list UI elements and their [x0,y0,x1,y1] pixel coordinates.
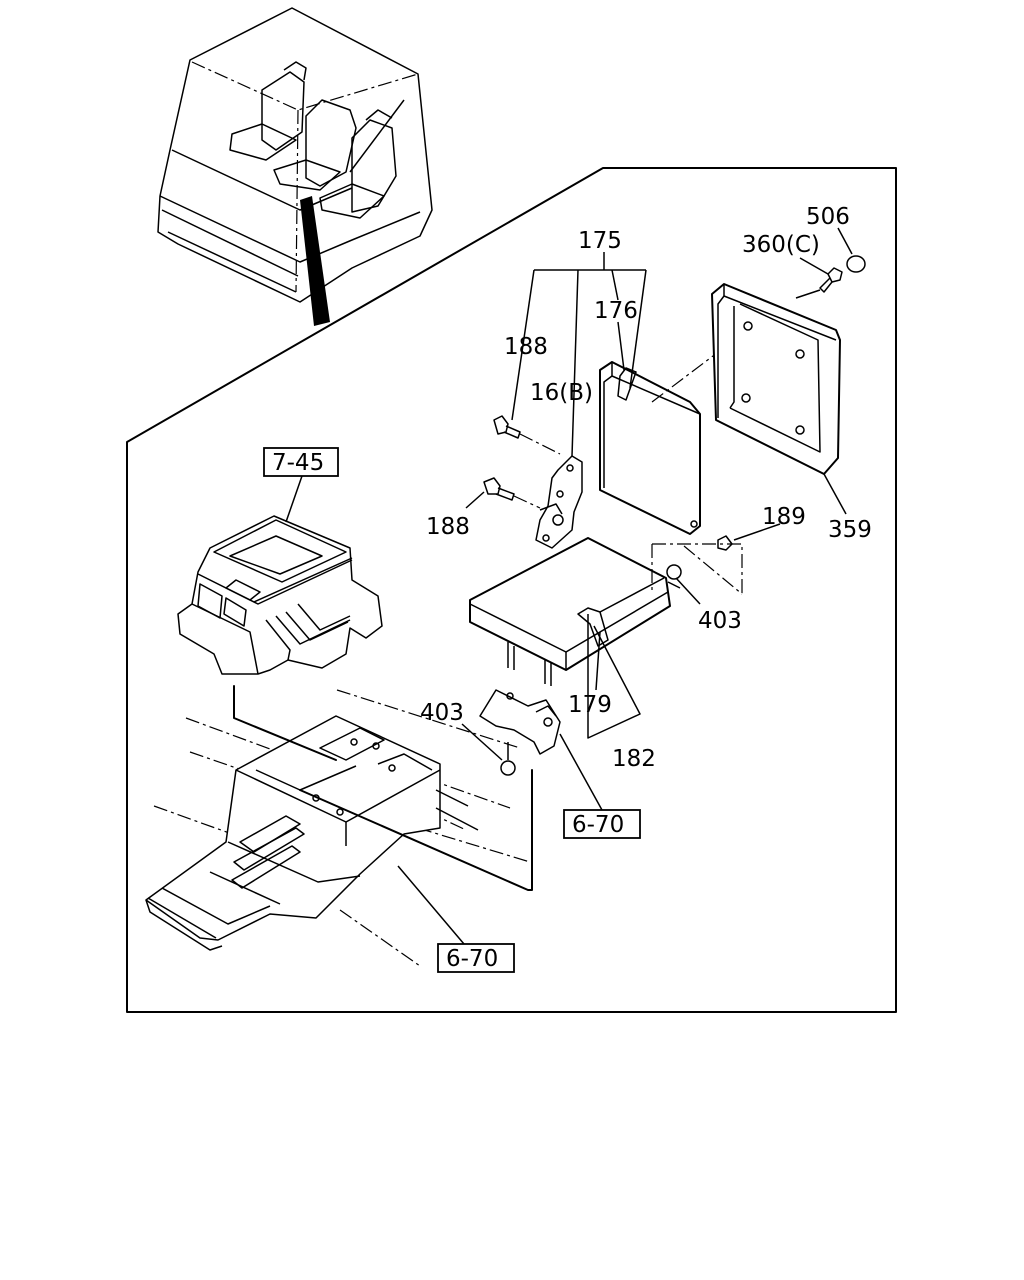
nut-403-lower [500,760,516,776]
screw-189 [717,535,733,551]
lower-bracket [479,689,561,755]
ref-box-6-70-upper [563,809,641,839]
ref-label-6-70-lower: 6-70 [446,946,498,972]
rear-cover [711,283,841,475]
label-403-lower: 403 [420,700,464,726]
mount-bracket [535,455,583,549]
label-189: 189 [762,504,806,530]
ref-label-7-45: 7-45 [272,450,324,476]
label-176: 176 [594,298,638,324]
leader-lines [285,227,853,945]
bolt-188-lower [483,477,541,509]
cap-506 [846,255,866,273]
label-179: 179 [568,692,612,718]
nut-403-upper [666,564,682,580]
seat-back [599,361,701,535]
label-175: 175 [578,228,622,254]
bolt-188-upper [493,415,561,455]
seat-cushion [469,537,671,686]
upper-console [177,515,383,675]
label-182: 182 [612,746,656,772]
label-16b: 16(B) [530,380,593,406]
ref-label-6-70-upper: 6-70 [572,812,624,838]
label-403-upper: 403 [698,608,742,634]
label-359: 359 [828,517,872,543]
floor-console [145,715,479,951]
ref-box-6-70-lower [437,943,515,973]
detail-frame [126,167,897,1013]
label-188-upper: 188 [504,334,548,360]
ref-box-7-45 [263,447,339,477]
label-506: 506 [806,204,850,230]
screw-360c [819,267,843,293]
leader-wedge [300,196,330,326]
cab-inset [157,7,433,326]
label-360c: 360(C) [742,232,820,258]
label-188-lower: 188 [426,514,470,540]
